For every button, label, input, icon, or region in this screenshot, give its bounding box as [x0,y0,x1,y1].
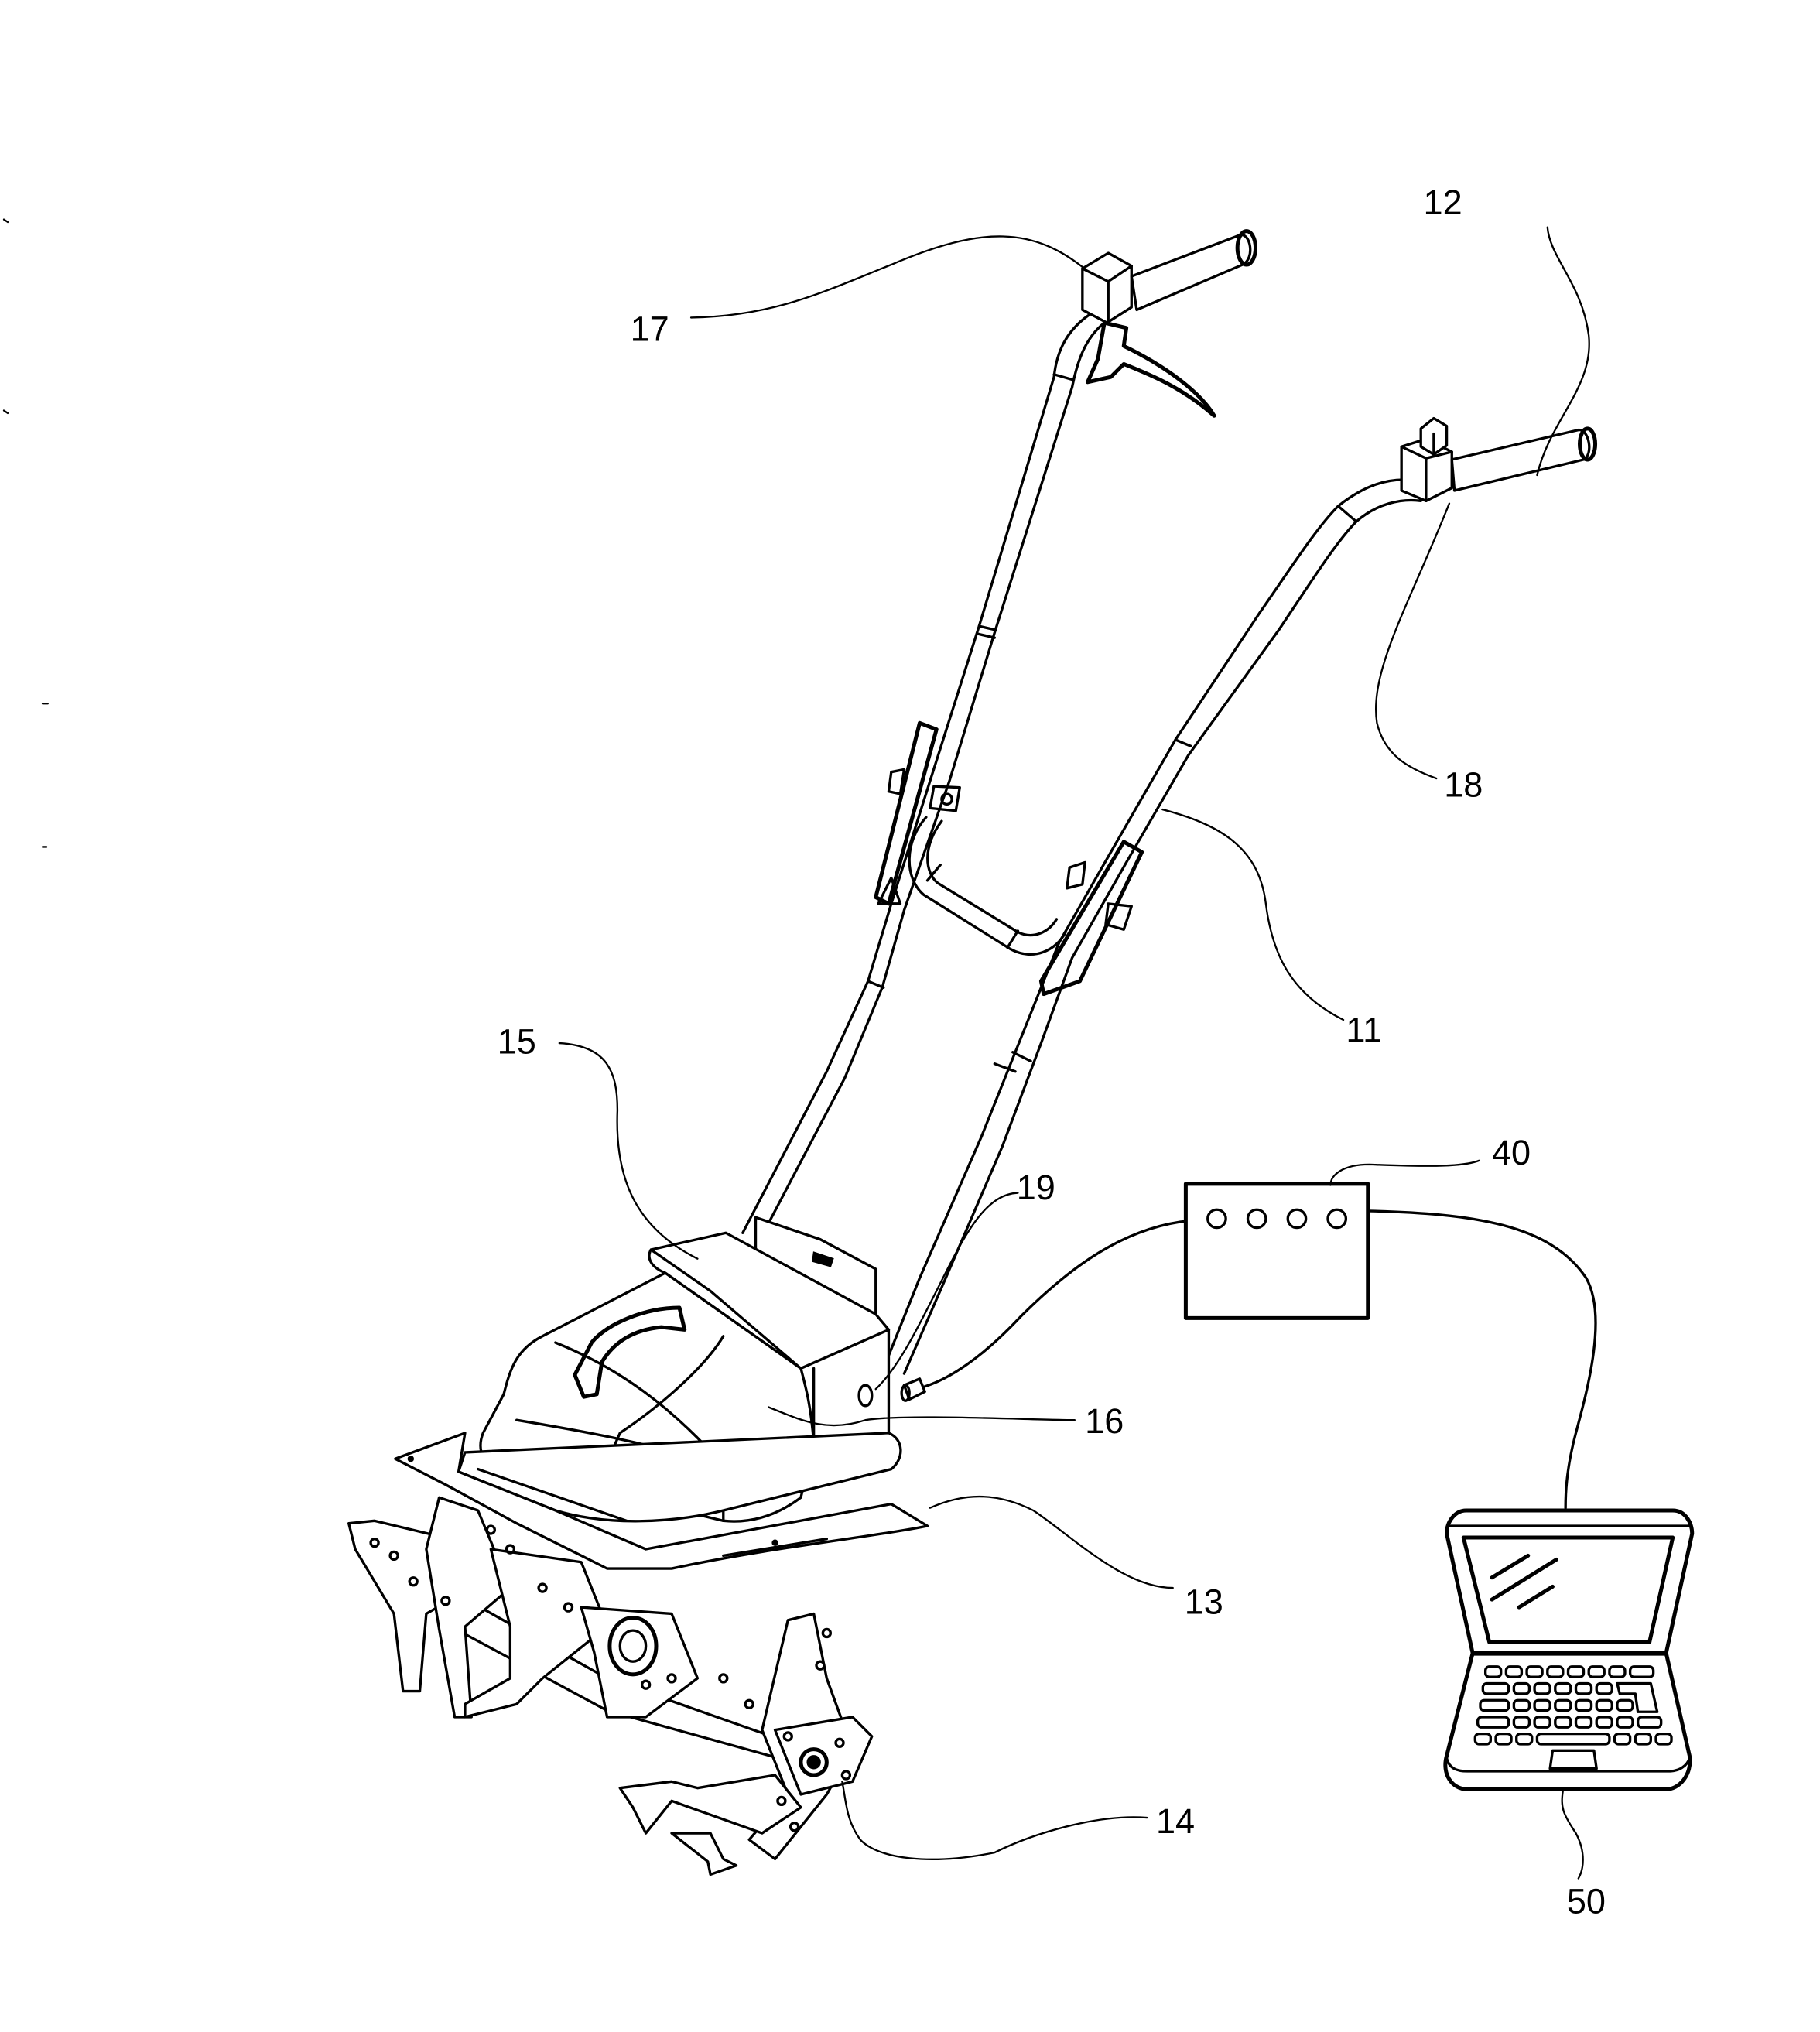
keyboard [1473,1665,1673,1746]
indicator-light [1326,1208,1348,1230]
trigger-switch-assembly [1081,229,1258,418]
cables [923,1209,1597,1510]
reference-numerals: 17 12 18 11 15 19 40 16 13 14 50 [498,183,1606,1921]
motor-housing [457,1216,902,1523]
indicator-lights [1206,1208,1348,1230]
tine-shield [394,1432,929,1570]
label-18: 18 [1444,765,1483,804]
touchpad [1548,1749,1598,1770]
label-19: 19 [1017,1168,1055,1207]
label-12: 12 [1424,183,1462,222]
scan-marks [2,218,49,848]
connector-plug [900,1377,926,1402]
screen-glare [1490,1553,1558,1610]
handle-frame [741,313,1422,1375]
tine-assembly [347,1496,874,1876]
label-16: 16 [1085,1401,1124,1441]
label-14: 14 [1156,1801,1195,1841]
leader-lines [558,226,1590,1880]
cable-box-to-plug [923,1220,1186,1388]
grip-switch-assembly [1400,416,1598,502]
label-40: 40 [1492,1133,1531,1172]
spacebar [1535,1732,1611,1746]
label-17: 17 [631,309,669,348]
label-50: 50 [1567,1882,1606,1921]
label-15: 15 [498,1021,536,1061]
indicator-light [1206,1208,1227,1230]
tine-bolts [369,1524,852,1832]
label-11: 11 [1346,1010,1382,1049]
control-box [1183,1182,1370,1320]
indicator-light [1246,1208,1268,1230]
label-13: 13 [1185,1582,1223,1621]
cable-box-to-laptop [1367,1209,1597,1510]
laptop [1443,1508,1695,1791]
indicator-light [1286,1208,1308,1230]
